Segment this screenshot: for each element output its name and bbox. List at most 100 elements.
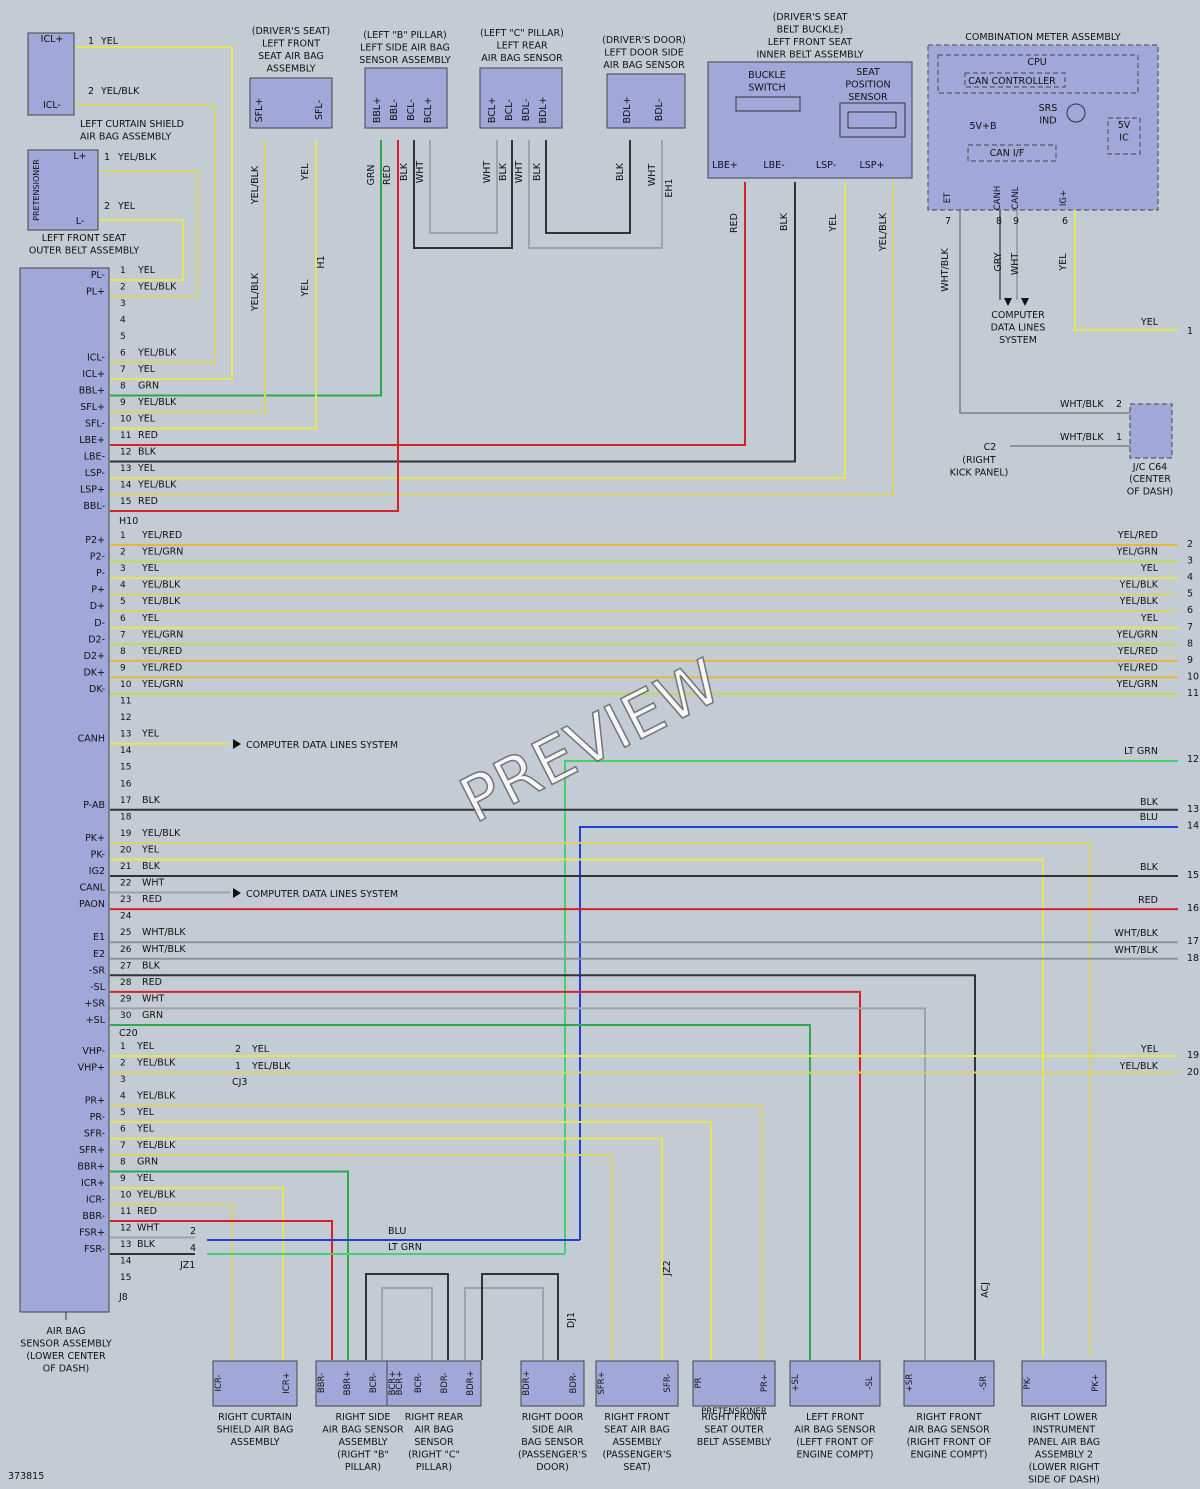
j8-pin-7-num: 7 — [120, 1141, 126, 1151]
j8-pin-9-wire: YEL — [136, 1173, 155, 1184]
bcl-w2: WHT — [415, 161, 426, 184]
bottom-pin-1-0: BBR- — [317, 1373, 327, 1393]
out-20: 20 — [1187, 1067, 1199, 1078]
j8-pin-12-num: 12 — [120, 1224, 131, 1234]
c20-pin-29-wire: WHT — [142, 993, 165, 1004]
c20-pin-7-num: 7 — [120, 630, 126, 640]
bdl-w4: WHT — [647, 164, 658, 187]
c20-pin-24-num: 24 — [120, 912, 132, 922]
cj3-pin-2: 2 — [235, 1044, 241, 1055]
l-minus-pin: L- — [76, 216, 85, 227]
plus-sr-wire — [110, 1007, 926, 1360]
bottom-pin-0-1: ICR+ — [282, 1372, 292, 1393]
c20-pin-27-num: 27 — [120, 961, 131, 971]
bdl-w1: WHT — [514, 161, 525, 184]
j8-pin-10-name: ICR- — [86, 1195, 105, 1206]
pretensioner-caption: LEFT FRONT SEAT — [42, 233, 127, 244]
meter-p9: 9 — [1013, 216, 1019, 227]
sfr-plus-wire — [110, 1154, 613, 1360]
j8-pin-1-wire: YEL — [136, 1041, 155, 1052]
out-3: 3 — [1187, 556, 1193, 567]
h10-pin-11-name: LBE+ — [79, 435, 105, 446]
h10-pin-7-num: 7 — [120, 365, 126, 375]
c20-pin-3-num: 3 — [120, 564, 126, 574]
h10-pin-13-wire: YEL — [137, 463, 156, 474]
jc-caption: OF DASH) — [1127, 487, 1174, 498]
out-4: 4 — [1187, 572, 1193, 583]
bottom-caption-5: RIGHT FRONT — [701, 1412, 766, 1423]
left-c-pillar-title: LEFT REAR — [496, 41, 548, 52]
sfl-w3: YEL/BLK — [250, 272, 261, 312]
c20-pin-10-wire: YEL/GRN — [141, 679, 183, 690]
airbag-sensor-caption: AIR BAG — [46, 1326, 85, 1337]
h10-pin-1-wire: YEL — [137, 265, 156, 276]
j8-pin-6-wire: YEL — [136, 1124, 155, 1135]
v5b-label: 5V+B — [969, 121, 996, 132]
pr-minus-wire — [110, 1121, 712, 1360]
h10-pin-15-num: 15 — [120, 497, 131, 507]
pl-plus-wire — [100, 170, 199, 298]
pillar-pin-1-1: BCL- — [504, 99, 515, 121]
icr-plus-wire — [110, 1187, 284, 1360]
h10-pin-15-wire: RED — [138, 496, 158, 507]
left-c-pillar-title: (LEFT "C" PILLAR) — [480, 28, 564, 39]
seat-position-shape — [839, 102, 906, 138]
left-front-seat-title: LEFT FRONT — [262, 39, 320, 50]
icl-w2: YEL/BLK — [100, 86, 140, 97]
can-if-label: CAN I/F — [990, 148, 1025, 159]
h10-pin-10-name: SFL- — [85, 419, 105, 430]
h10-pin-14-wire: YEL/BLK — [137, 480, 177, 491]
h10-pin-9-name: SFL+ — [80, 402, 105, 413]
sfl-minus-pin: SFL- — [314, 100, 325, 120]
pillar-pin-1-0: BCL+ — [487, 97, 498, 123]
bcl-plus-link — [429, 140, 498, 234]
pl-minus-wire — [100, 219, 184, 281]
bdl-plus-link — [545, 140, 631, 234]
out-17: 17 — [1187, 936, 1199, 947]
h10-pin-9-wire: YEL/BLK — [137, 397, 177, 408]
bottom-component-3 — [520, 1360, 585, 1407]
bottom-pin-1-2: BCR- — [369, 1373, 379, 1393]
out-14: 14 — [1187, 820, 1199, 831]
airbag-sensor-box — [19, 267, 110, 1313]
ic-label: 5V — [1118, 120, 1131, 131]
c20-pin-6-wire: YEL — [141, 613, 160, 624]
out-3-wire: YEL/GRN — [1116, 547, 1158, 558]
seat-position-label: SEAT — [856, 67, 880, 78]
lbe-plus-wire — [110, 182, 746, 446]
lbe-w2: BLK — [779, 212, 790, 231]
bottom-component-6 — [789, 1360, 881, 1407]
bcl-w4: BLK — [498, 162, 509, 181]
j8-pin-1-name: VHP- — [82, 1046, 105, 1057]
cdl-down-2 — [1021, 298, 1029, 306]
c20-pin-17-num: 17 — [120, 796, 131, 806]
cpu-box — [937, 54, 1139, 94]
h10-pin-10-num: 10 — [120, 415, 132, 425]
jc-p2: 2 — [1116, 399, 1122, 410]
bottom-caption-5: SEAT OUTER — [704, 1425, 764, 1436]
dj1-label: DJ1 — [566, 1312, 577, 1328]
c2-caption: KICK PANEL) — [950, 468, 1009, 479]
bottom-caption-2: PILLAR) — [416, 1462, 452, 1473]
bbr-minus-wire — [110, 1220, 333, 1360]
out-8-wire: YEL/GRN — [1116, 629, 1158, 640]
c20-pin-3-wire: YEL — [141, 563, 160, 574]
c20-pin-11-num: 11 — [120, 697, 131, 707]
h10-pin-7-name: ICL+ — [82, 369, 105, 380]
h10-pin-7-wire: YEL — [137, 364, 156, 375]
jz1-label: JZ1 — [179, 1260, 195, 1271]
c2-label: C2 — [984, 442, 997, 453]
seat-position-label: SENSOR — [848, 92, 888, 103]
left-door-title: (DRIVER'S DOOR) — [602, 35, 686, 46]
c20-pin-5-name: D+ — [90, 601, 105, 612]
can-controller-box — [964, 72, 1066, 88]
pillar-pin-0-0: BBL+ — [372, 97, 383, 123]
acj-label: ACJ — [980, 1282, 991, 1298]
out-19: 19 — [1187, 1050, 1199, 1061]
h10-pin-5-num: 5 — [120, 332, 126, 342]
bottom-caption-6: AIR BAG SENSOR — [794, 1425, 876, 1436]
bottom-caption-7: AIR BAG SENSOR — [908, 1425, 990, 1436]
bottom-pin-7-0: +SR — [905, 1374, 915, 1393]
cj3-wire-1: YEL — [251, 1044, 270, 1055]
